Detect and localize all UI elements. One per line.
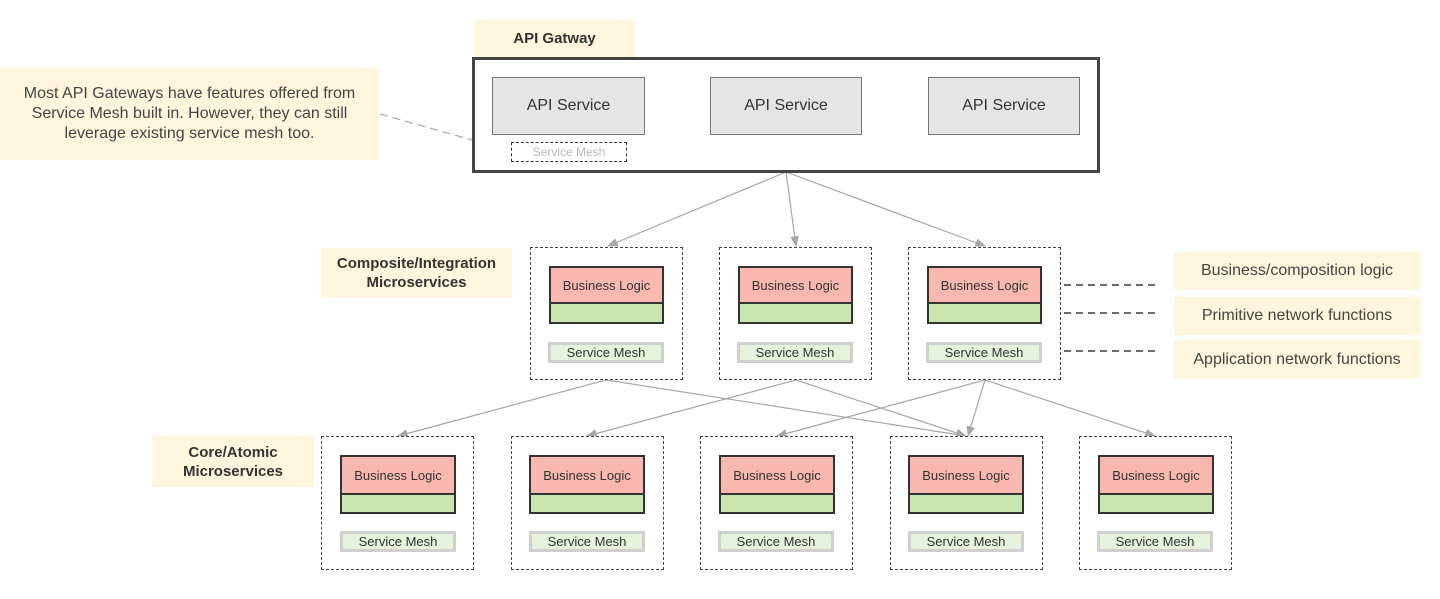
composite-title-line1: Composite/Integration: [336, 255, 497, 272]
service-mesh: Service Mesh: [1097, 531, 1213, 552]
core-title-line2: Microservices: [182, 462, 284, 480]
business-logic: Business Logic: [719, 455, 835, 495]
note-connector: [379, 113, 513, 153]
primitive-network-functions: [927, 302, 1042, 324]
business-logic: Business Logic: [549, 266, 664, 304]
composite3-to-core5: [984, 379, 1157, 438]
primitive-network-functions: [738, 302, 853, 324]
composite3-to-core3: [775, 379, 986, 438]
composite-title-line2: Microservices: [366, 274, 467, 291]
service-mesh: Service Mesh: [718, 531, 834, 552]
business-logic: Business Logic: [1098, 455, 1214, 495]
core-title-line1: Core/Atomic: [188, 443, 278, 461]
primitive-network-functions: [908, 493, 1024, 514]
service-mesh: Service Mesh: [529, 531, 645, 552]
composite-microservices-title: Composite/Integration Microservices: [321, 248, 512, 298]
composite1-to-core4: [605, 379, 968, 439]
business-logic: Business Logic: [908, 455, 1024, 495]
legend-primitive-network: Primitive network functions: [1174, 297, 1420, 335]
api-service-1: API Service: [492, 77, 645, 135]
gateway-to-composite-3: [785, 171, 987, 247]
core-microservices-title: Core/Atomic Microservices: [152, 436, 314, 487]
business-logic: Business Logic: [529, 455, 645, 495]
service-mesh: Service Mesh: [737, 342, 853, 363]
primitive-network-functions: [549, 302, 664, 324]
gateway-note: Most API Gateways have features offered …: [0, 68, 379, 160]
api-gateway-title: API Gatway: [474, 20, 635, 57]
business-logic: Business Logic: [738, 266, 853, 304]
gateway-service-mesh: Service Mesh: [511, 142, 627, 162]
gateway-to-composite-1: [607, 171, 787, 247]
business-logic: Business Logic: [340, 455, 456, 495]
legend-application-network: Application network functions: [1174, 340, 1420, 379]
gateway-to-composite-2: [785, 171, 799, 248]
service-mesh: Service Mesh: [908, 531, 1024, 552]
primitive-network-functions: [719, 493, 835, 514]
service-mesh: Service Mesh: [926, 342, 1042, 363]
business-logic: Business Logic: [927, 266, 1042, 304]
composite3-to-core4: [966, 379, 986, 438]
composite1-to-core1: [396, 379, 607, 438]
api-service-3: API Service: [928, 77, 1080, 135]
primitive-network-functions: [529, 493, 645, 514]
primitive-network-functions: [1098, 493, 1214, 514]
primitive-network-functions: [340, 493, 456, 514]
api-service-2: API Service: [710, 77, 862, 135]
legend-business-logic: Business/composition logic: [1174, 252, 1420, 290]
service-mesh: Service Mesh: [340, 531, 456, 552]
service-mesh: Service Mesh: [548, 342, 664, 363]
composite2-to-core2: [585, 379, 797, 438]
